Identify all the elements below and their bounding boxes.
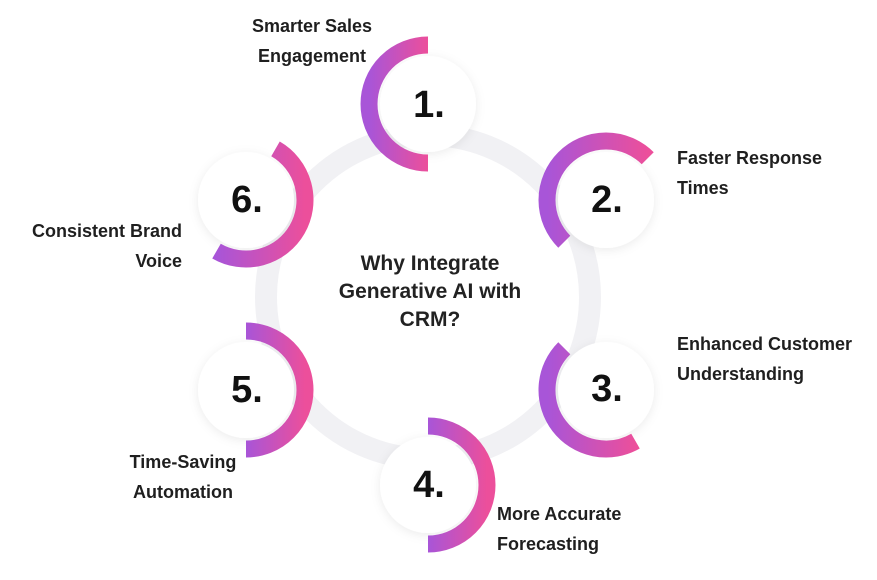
step-3-arc [538, 342, 640, 458]
step-2-number: 2. [591, 179, 623, 221]
center-disc [278, 147, 578, 447]
center-title-line-3: CRM? [399, 308, 461, 331]
center-title: Why Integrate Generative AI with CRM? [317, 250, 543, 334]
step-1-number: 1. [413, 84, 445, 126]
step-5-number: 5. [231, 369, 263, 411]
step-4-number: 4. [413, 464, 445, 506]
step-6-number: 6. [231, 179, 263, 221]
step-3-circle [558, 342, 654, 438]
step-5-circle [198, 342, 294, 438]
step-4-arc [427, 417, 496, 553]
step-4-label: More Accurate Forecasting [497, 504, 622, 554]
step-4-circle [380, 437, 476, 533]
step-5-label: Time-Saving Automation [129, 452, 237, 502]
center-title-line-1: Why Integrate [360, 252, 500, 275]
step-5-arc [245, 322, 314, 458]
step-2-arc [538, 132, 654, 248]
center-title-line-2: Generative AI with [338, 280, 522, 303]
step-3-number: 3. [591, 368, 623, 410]
step-1-circle [380, 56, 476, 152]
step-1-label: Smarter Sales Engagement [251, 16, 373, 66]
step-6-label: Consistent Brand Voice [31, 221, 182, 271]
step-6-arc [212, 141, 314, 268]
step-3-label: Enhanced Customer Understanding [677, 334, 853, 384]
step-6-circle [198, 152, 294, 248]
step-2-label: Faster Response Times [677, 148, 823, 198]
step-2-circle [558, 152, 654, 248]
step-1-arc [360, 36, 429, 172]
